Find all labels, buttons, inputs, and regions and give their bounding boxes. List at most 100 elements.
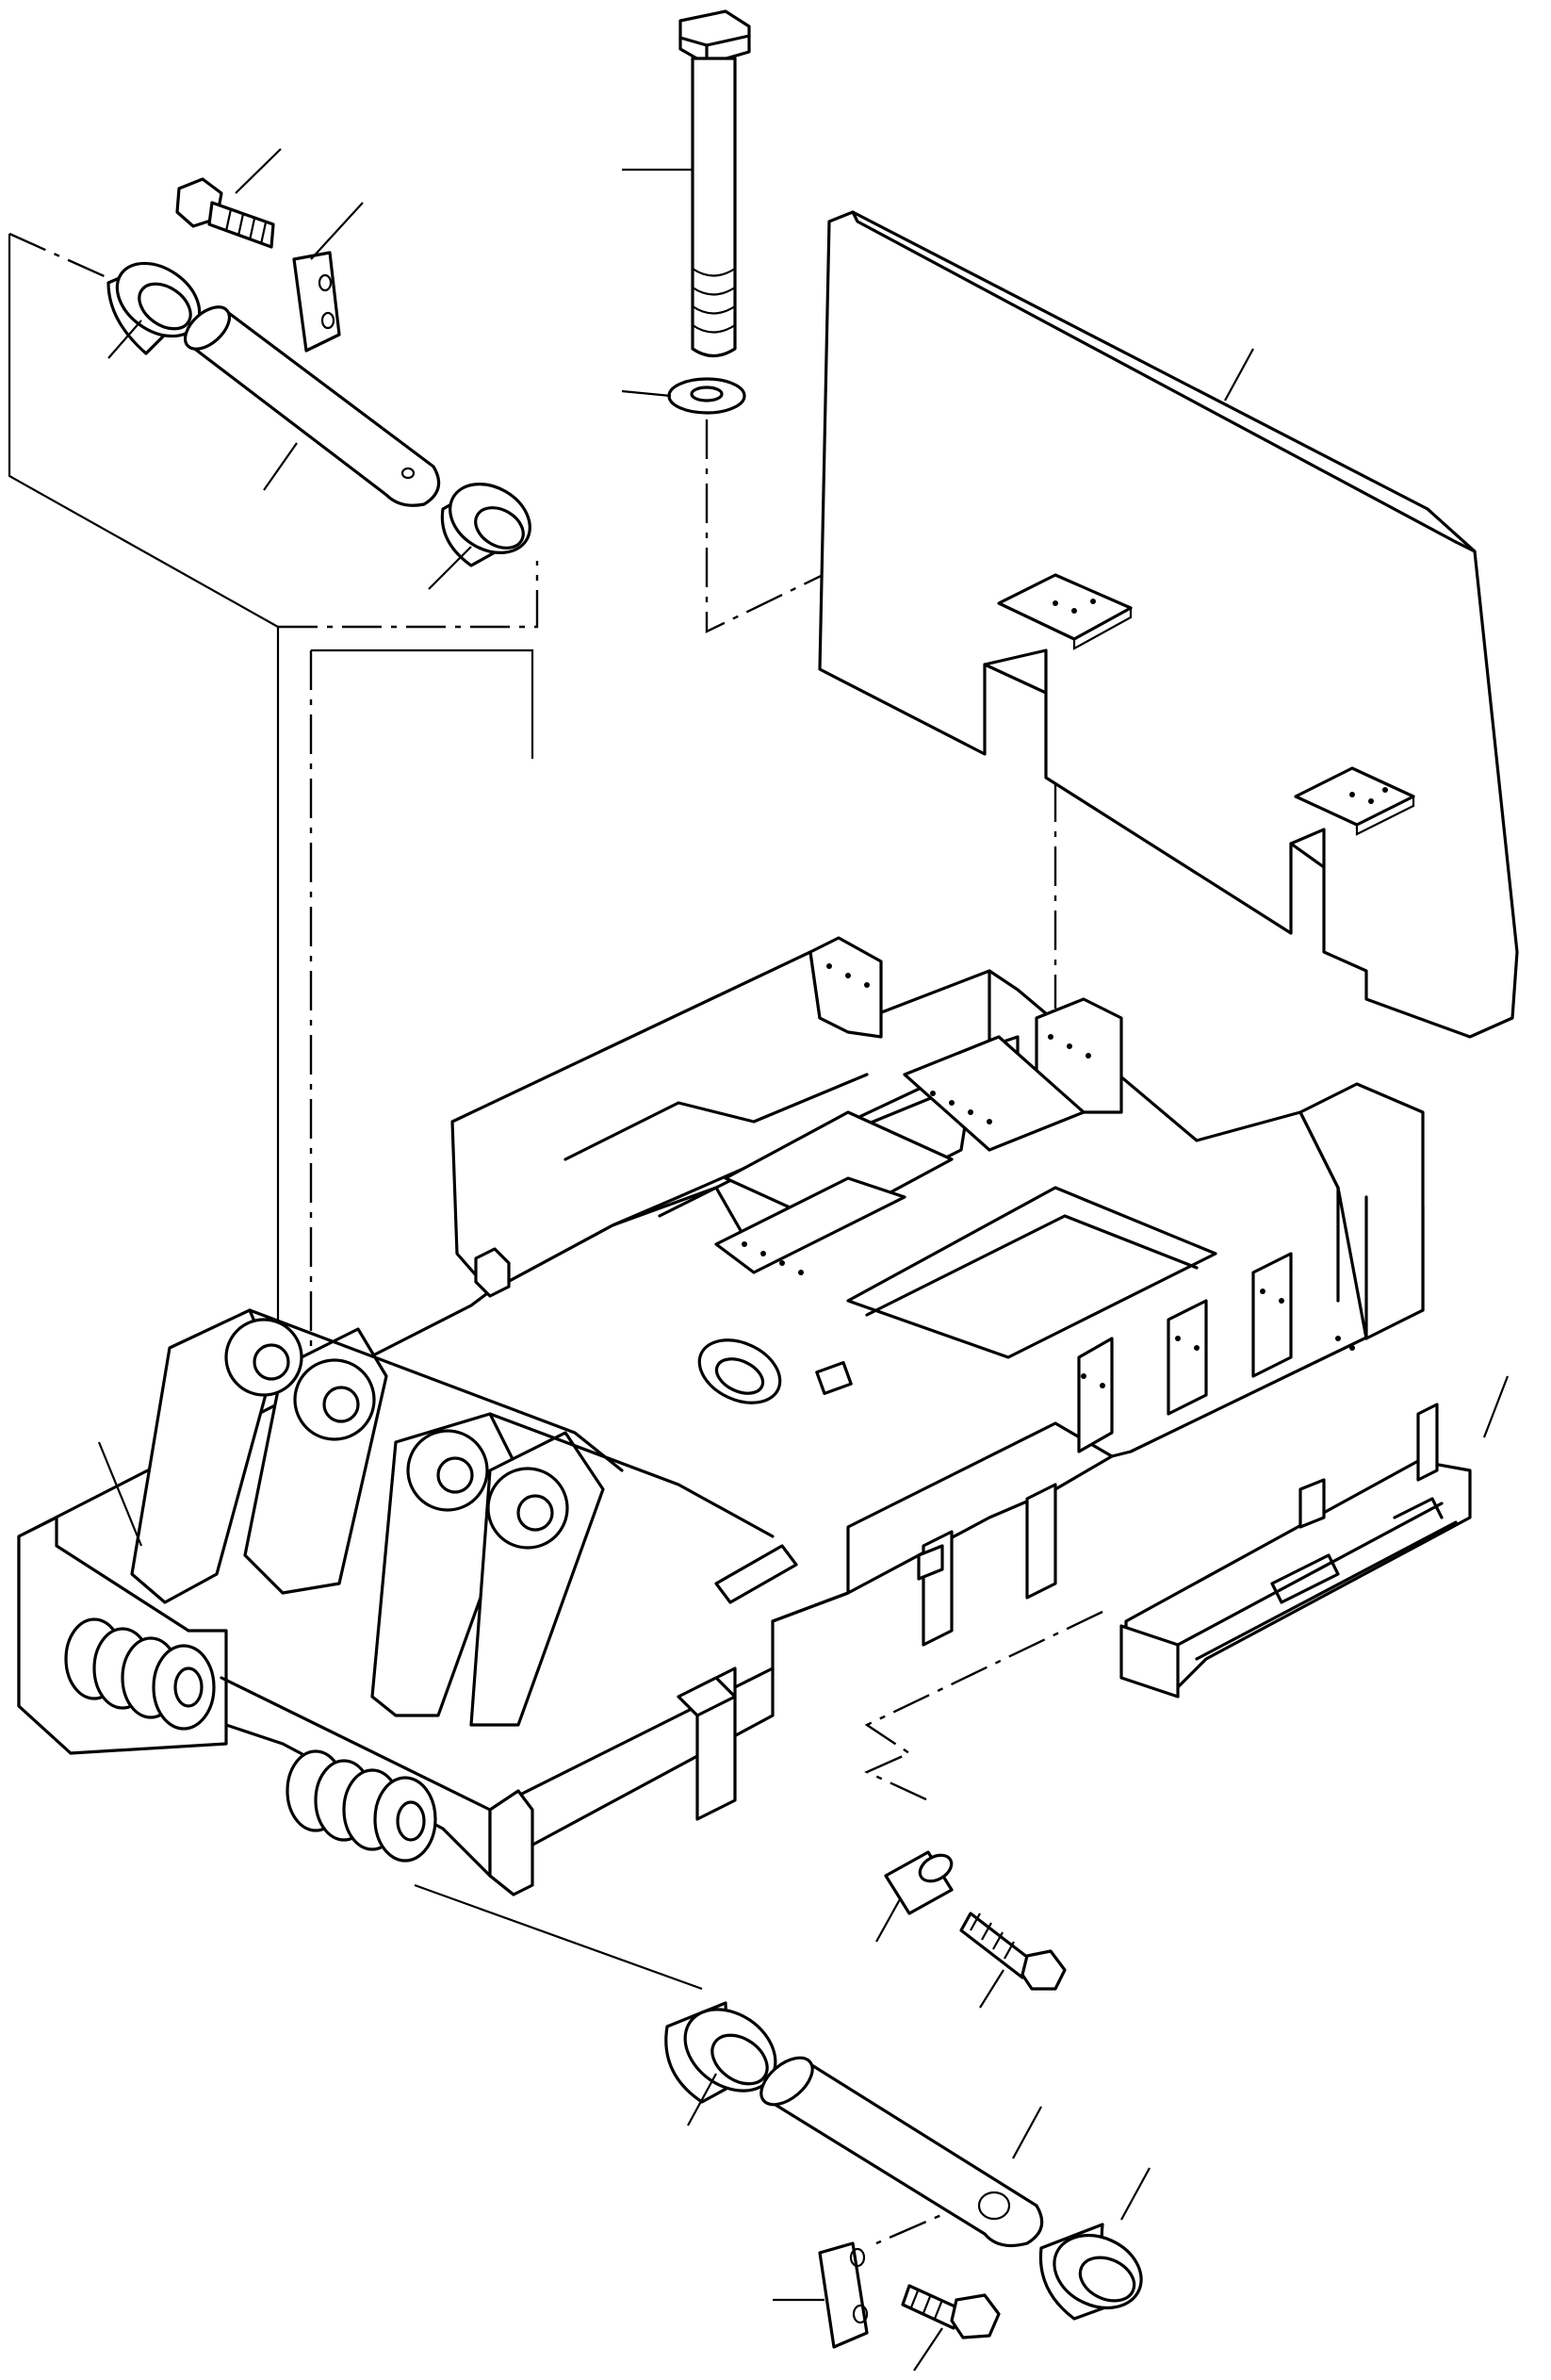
bolt-hole bbox=[930, 1091, 936, 1096]
upper-small-bolt bbox=[175, 177, 275, 249]
frame-crossplate bbox=[903, 1035, 1086, 1152]
pad-hole bbox=[1382, 787, 1388, 793]
frame-opening-2-inner bbox=[865, 1214, 1199, 1317]
lower-bolt-head bbox=[950, 2293, 1001, 2339]
leader-spacer-bolt bbox=[979, 1969, 1004, 2009]
plate-hole bbox=[852, 2304, 869, 2324]
counterweight-corner bbox=[1454, 540, 1477, 553]
lower-pin-body bbox=[761, 2062, 1044, 2247]
leader-lower-small-bolt bbox=[913, 2327, 943, 2372]
spacer bbox=[884, 1850, 954, 1915]
upper-pin bbox=[183, 305, 441, 507]
boom-bracket-tie-2 bbox=[488, 1412, 775, 1538]
pad-hole bbox=[1053, 600, 1058, 606]
counterweight-body bbox=[818, 210, 1519, 1039]
bolt-hole bbox=[779, 1260, 785, 1266]
leader-upper-lock-plate bbox=[310, 202, 364, 260]
washer-hole bbox=[690, 386, 724, 402]
frame-lug bbox=[677, 1676, 737, 1717]
frame-lug bbox=[474, 1247, 511, 1298]
frame-bolt-holes bbox=[742, 963, 1355, 1388]
callout-leaders bbox=[97, 148, 1510, 2372]
hinge-coils-right bbox=[286, 1749, 437, 1863]
leader-spacer bbox=[875, 1898, 901, 1943]
hinge-bore bbox=[396, 1800, 426, 1842]
lower-bolt-shank bbox=[901, 2284, 963, 2330]
long-bolt-shank bbox=[691, 57, 737, 358]
leader-upper-right-bushing bbox=[428, 546, 472, 590]
leader-lower-rail bbox=[1482, 1375, 1510, 1438]
bolt-hole bbox=[949, 1100, 955, 1106]
spacer-end bbox=[918, 1853, 954, 1883]
leader-upper-pin bbox=[263, 442, 298, 491]
upper-right-bushing-bore bbox=[474, 506, 525, 550]
upper-right-bushing bbox=[440, 483, 531, 567]
bolt-hole bbox=[987, 1119, 992, 1124]
bolt-hole bbox=[1100, 1383, 1105, 1388]
counterweight-notch-2 bbox=[1289, 828, 1326, 869]
rail-clamp-2 bbox=[1393, 1497, 1444, 1519]
leader-revolving-frame bbox=[97, 1441, 143, 1547]
pad-hole bbox=[1071, 608, 1077, 614]
frame-rear-bracket bbox=[808, 936, 883, 1039]
leader-counterweight bbox=[1224, 348, 1254, 402]
bolt-hole bbox=[1335, 1336, 1341, 1341]
hinge-coils-left bbox=[64, 1617, 216, 1731]
upper-lock-plate-body bbox=[292, 251, 341, 353]
frame-cylinder bbox=[714, 1544, 798, 1604]
frame-rib-1 bbox=[563, 1073, 869, 1161]
guide-lower-pin bbox=[414, 1883, 703, 1991]
lower-right-bushing-bore bbox=[1078, 2256, 1136, 2303]
pad-2-side bbox=[1355, 796, 1415, 836]
upper-left-bushing bbox=[106, 261, 202, 355]
frame-lug bbox=[917, 1544, 944, 1581]
frame-opening-2 bbox=[846, 1186, 1217, 1359]
leader-upper-small-bolt bbox=[235, 148, 282, 194]
bracket-eye-bore bbox=[516, 1494, 554, 1532]
bolt-hole bbox=[1086, 1053, 1091, 1059]
rail-end-box bbox=[1119, 1624, 1180, 1699]
lower-lock-plate bbox=[818, 2241, 869, 2349]
frame-right-end-lines bbox=[1336, 1186, 1368, 1340]
pad-hole bbox=[1349, 792, 1355, 797]
upper-bolt-threads bbox=[224, 208, 268, 245]
upper-lock-plate bbox=[292, 251, 341, 353]
lower-pin-end bbox=[759, 2056, 814, 2107]
counterweight bbox=[818, 210, 1519, 1039]
revolving-frame bbox=[17, 936, 1425, 1896]
rail-clamp bbox=[1270, 1553, 1340, 1604]
lower-left-bushing-bore bbox=[710, 2033, 769, 2086]
leader-lower-left-bushing bbox=[687, 2073, 717, 2126]
frame-crossplate-2 bbox=[714, 1176, 906, 1274]
spacer-bolt-head bbox=[1020, 1949, 1067, 1991]
upper-pin-body bbox=[187, 309, 441, 507]
guide-upper-top bbox=[8, 232, 109, 280]
bolt-hole bbox=[1260, 1288, 1265, 1294]
guide-spacer bbox=[864, 1610, 1103, 1802]
rail-mid-post bbox=[1298, 1478, 1326, 1529]
upper-pin-hole bbox=[400, 467, 416, 480]
plate-hole bbox=[318, 273, 333, 292]
bolt-hole bbox=[1175, 1336, 1181, 1341]
leader-washer bbox=[621, 389, 672, 398]
bolt-hole bbox=[864, 982, 870, 988]
bolt-hole bbox=[1048, 1034, 1053, 1040]
bracket-eye-bore bbox=[322, 1386, 360, 1423]
spacer-bolt-threads bbox=[970, 1912, 1015, 1960]
frame-side-plate bbox=[1251, 1252, 1293, 1378]
bolt-hole bbox=[798, 1270, 804, 1275]
bolt-hole bbox=[826, 963, 832, 969]
plate-hole bbox=[849, 2247, 866, 2268]
rail-members bbox=[1176, 1502, 1458, 1661]
spacer-bolt-shank bbox=[959, 1912, 1034, 1979]
washer bbox=[667, 377, 746, 415]
upper-pin-end bbox=[183, 305, 232, 351]
long-bolt-threads bbox=[692, 268, 736, 334]
bolt-hole bbox=[1067, 1043, 1072, 1049]
frame-step bbox=[771, 1421, 1114, 1623]
frame-side-plate bbox=[1025, 1483, 1057, 1600]
bolt-hole bbox=[1279, 1298, 1284, 1304]
pad-hole bbox=[1368, 798, 1374, 804]
upper-left-bushing-bore bbox=[138, 282, 192, 331]
